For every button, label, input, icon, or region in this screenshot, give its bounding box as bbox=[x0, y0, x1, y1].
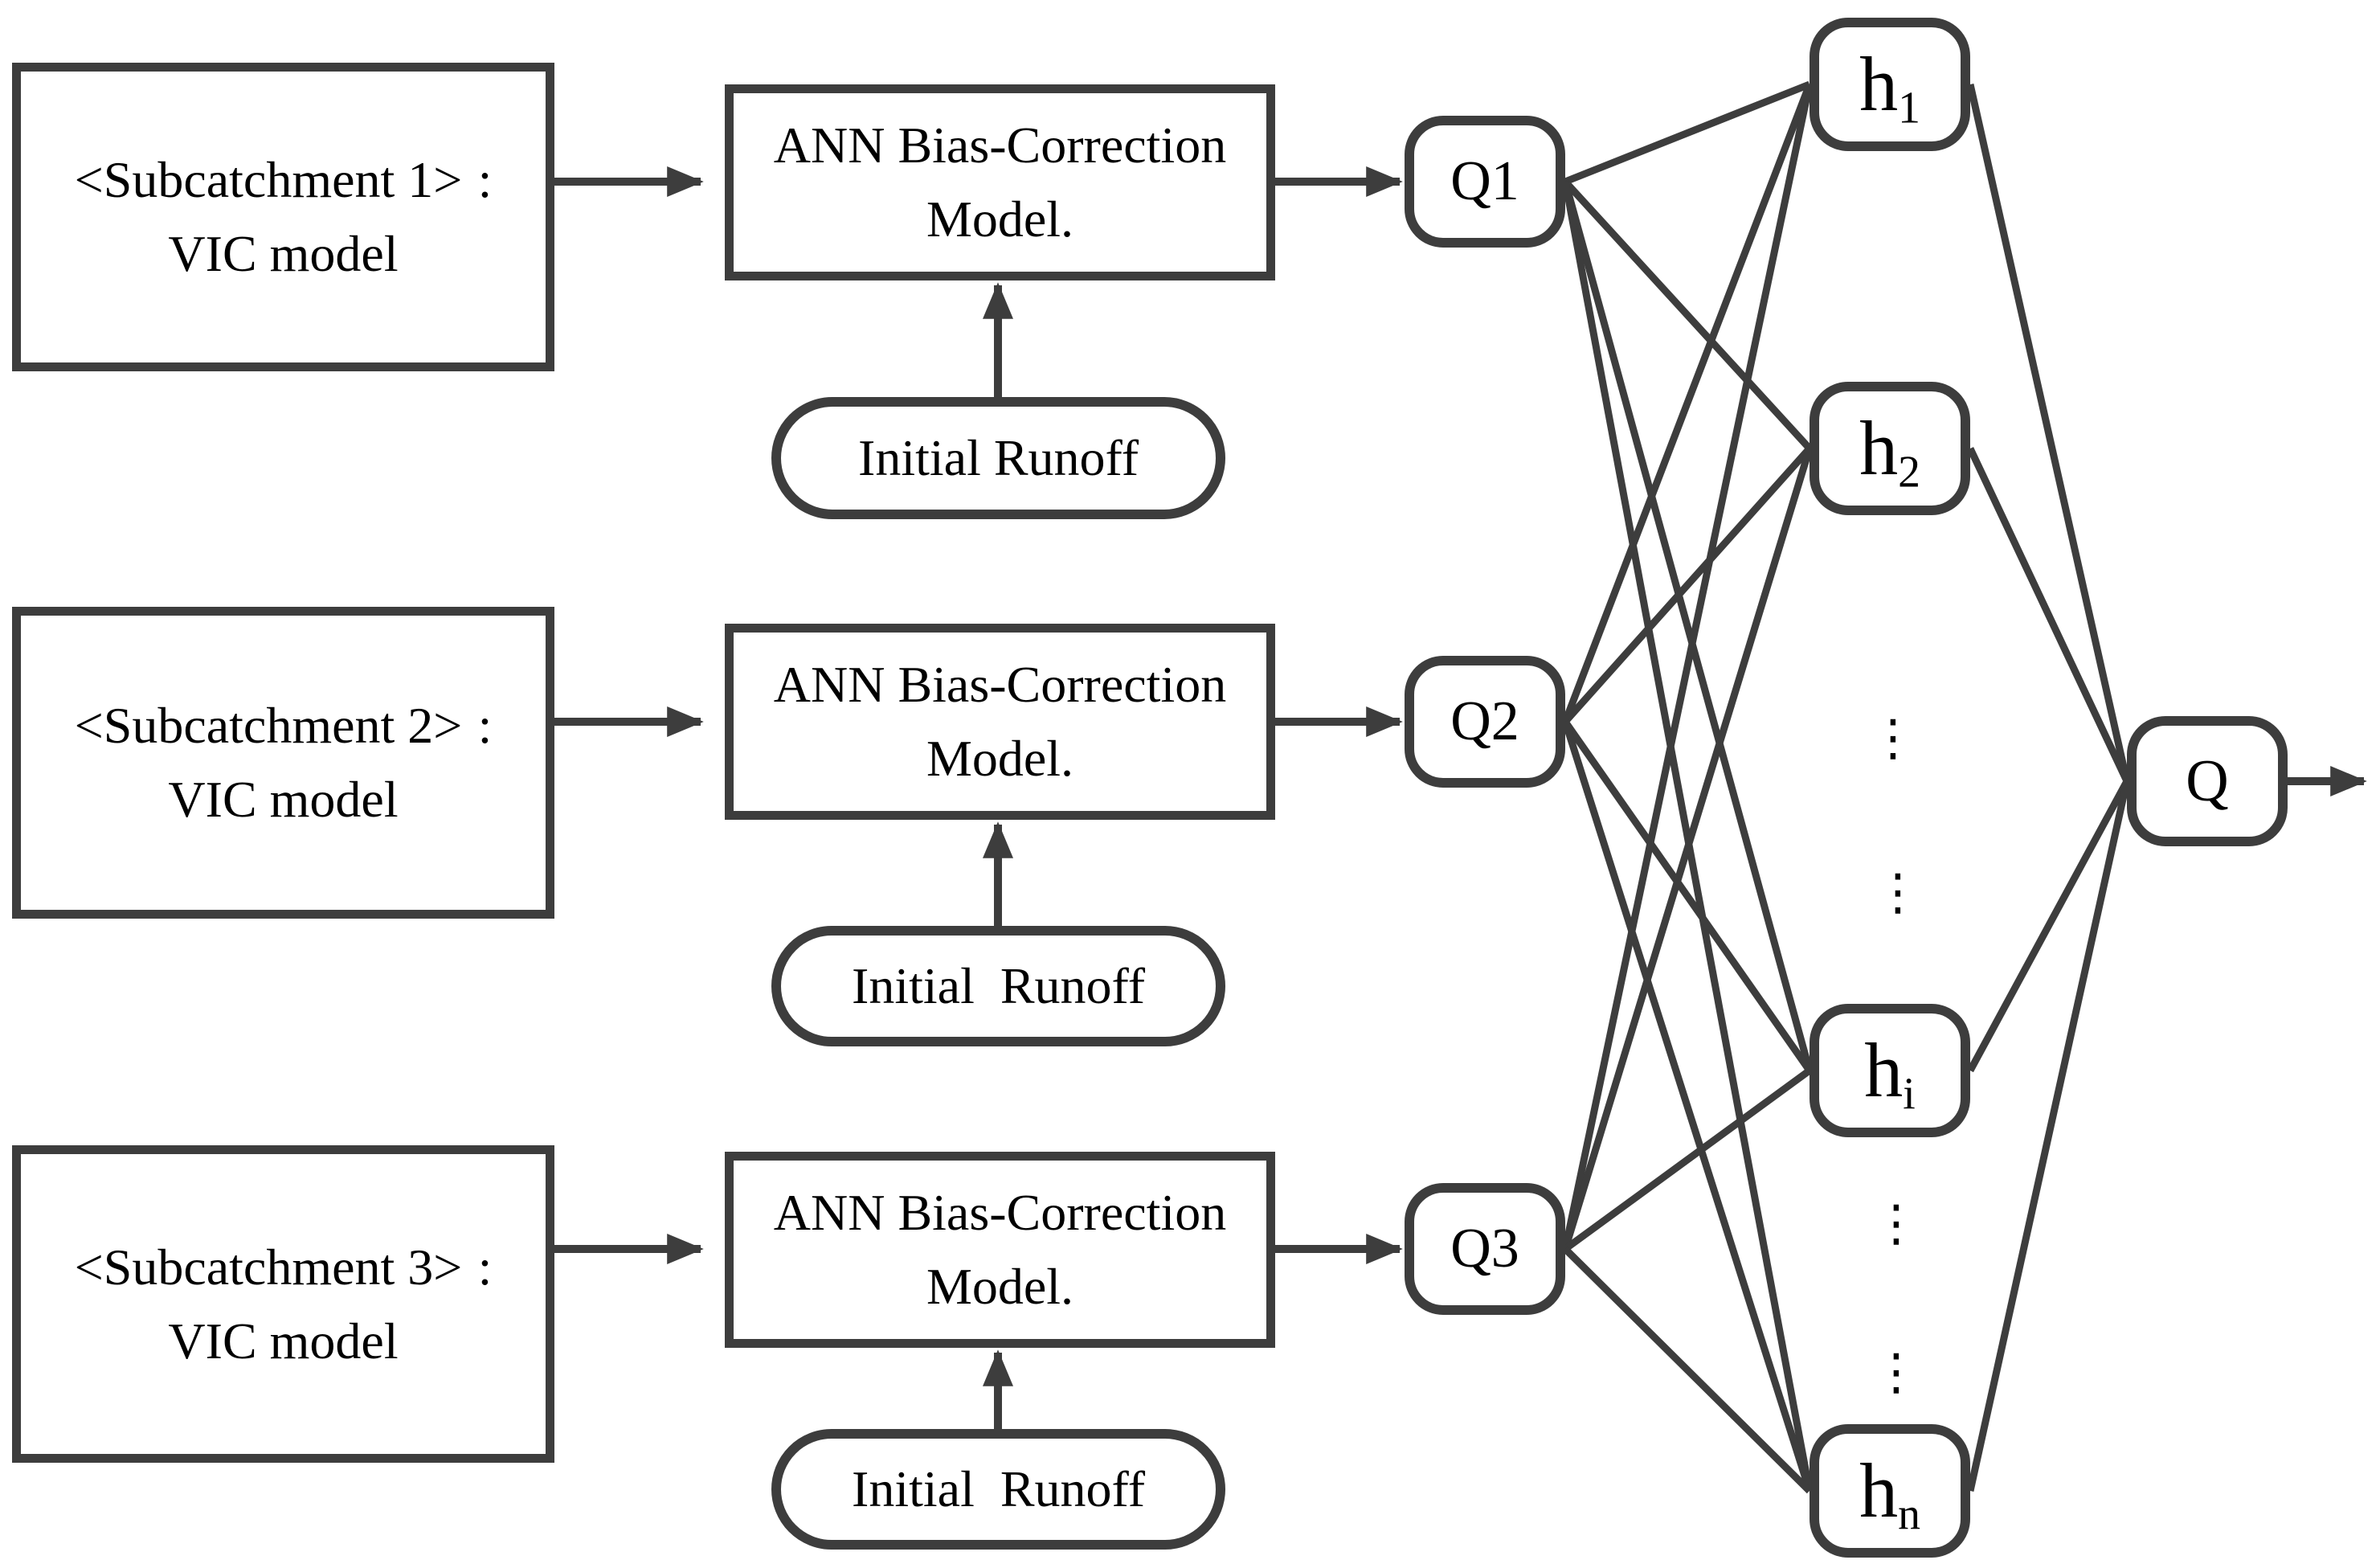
q1-node: Q1 bbox=[1405, 116, 1565, 248]
q-output-label: Q bbox=[2186, 747, 2229, 814]
h2-base: h bbox=[1859, 405, 1899, 491]
connection-h1-q bbox=[1966, 84, 2131, 782]
h2-label: h2 bbox=[1859, 410, 1920, 495]
subcatchment-1-subtitle: VIC model bbox=[168, 225, 399, 282]
hidden-node-hn: hn bbox=[1810, 1424, 1970, 1558]
ann-2-line2: Model. bbox=[926, 730, 1074, 787]
vertical-ellipsis-4-glyph: ⋮ bbox=[1871, 1342, 1921, 1401]
hn-label: hn bbox=[1859, 1452, 1920, 1537]
connection-hi-q bbox=[1967, 779, 2130, 1073]
subcatchment-2-subtitle: VIC model bbox=[168, 771, 399, 828]
connection-q1-hn bbox=[1561, 181, 1814, 1492]
q2-label: Q2 bbox=[1450, 690, 1519, 752]
hidden-node-h1: h1 bbox=[1810, 18, 1970, 151]
connection-q3-h1 bbox=[1561, 84, 1814, 1250]
vertical-ellipsis-3-glyph: ⋮ bbox=[1871, 1194, 1921, 1252]
connection-q2-hn bbox=[1561, 720, 1814, 1492]
hi-subscript: i bbox=[1903, 1069, 1916, 1120]
subcatchment-1-colon: : bbox=[477, 151, 493, 208]
q1-label: Q1 bbox=[1450, 150, 1519, 212]
connection-h2-q bbox=[1966, 447, 2131, 783]
hn-subscript: n bbox=[1898, 1489, 1920, 1540]
subcatchment-2-title-text: <Subcatchment 2> bbox=[74, 697, 463, 754]
hi-label: hi bbox=[1864, 1032, 1915, 1117]
h1-subscript: 1 bbox=[1898, 83, 1920, 133]
vertical-ellipsis-2: ⋮ bbox=[1873, 856, 1923, 928]
q3-label: Q3 bbox=[1450, 1218, 1519, 1280]
hn-base: h bbox=[1859, 1447, 1899, 1533]
subcatchment-1-title-text: <Subcatchment 1> bbox=[74, 151, 463, 208]
connection-q1-h1 bbox=[1564, 80, 1811, 186]
hidden-node-h2: h2 bbox=[1810, 382, 1970, 515]
ann-2-line1: ANN Bias-Correction bbox=[773, 656, 1227, 713]
ann-1-line2: Model. bbox=[926, 190, 1074, 248]
vertical-ellipsis-4: ⋮ bbox=[1871, 1336, 1921, 1408]
ann-3-line2: Model. bbox=[926, 1258, 1074, 1315]
vertical-ellipsis-2-glyph: ⋮ bbox=[1873, 862, 1923, 921]
connection-q2-h2 bbox=[1562, 446, 1813, 724]
q3-node: Q3 bbox=[1405, 1183, 1565, 1315]
initial-runoff-2: Initial Runoff bbox=[771, 926, 1225, 1046]
h2-subscript: 2 bbox=[1898, 447, 1920, 497]
hi-base: h bbox=[1864, 1027, 1904, 1113]
ann-3-line1: ANN Bias-Correction bbox=[773, 1184, 1227, 1241]
connection-q1-h2 bbox=[1562, 178, 1813, 452]
connection-q1-hi bbox=[1561, 180, 1814, 1072]
ann-bias-correction-box-2: ANN Bias-Correction Model. bbox=[725, 624, 1275, 820]
subcatchment-2-colon: : bbox=[477, 697, 493, 754]
subcatchment-3-vic-box: <Subcatchment 3>: VIC model bbox=[12, 1145, 554, 1463]
ann-bias-correction-box-3: ANN Bias-Correction Model. bbox=[725, 1152, 1275, 1348]
subcatchment-2-vic-box: <Subcatchment 2>: VIC model bbox=[12, 607, 554, 919]
subcatchment-3-title: <Subcatchment 3>: bbox=[75, 1230, 493, 1304]
subcatchment-1-title: <Subcatchment 1>: bbox=[75, 143, 493, 217]
initial-runoff-2-label: Initial Runoff bbox=[852, 957, 1145, 1014]
initial-runoff-1-label: Initial Runoff bbox=[858, 429, 1139, 486]
vertical-ellipsis-3: ⋮ bbox=[1871, 1187, 1921, 1259]
subcatchment-3-title-text: <Subcatchment 3> bbox=[74, 1238, 463, 1296]
connection-hn-q bbox=[1966, 780, 2131, 1492]
q-output-node: Q bbox=[2127, 716, 2288, 846]
initial-runoff-1: Initial Runoff bbox=[771, 397, 1225, 519]
ann-1-line1: ANN Bias-Correction bbox=[773, 117, 1227, 174]
connection-q2-h1 bbox=[1561, 83, 1814, 723]
connection-q3-hn bbox=[1562, 1246, 1813, 1494]
connection-q2-hi bbox=[1562, 719, 1813, 1073]
initial-runoff-3: Initial Runoff bbox=[771, 1429, 1225, 1550]
hidden-node-hi: hi bbox=[1810, 1004, 1970, 1137]
initial-runoff-3-label: Initial Runoff bbox=[852, 1460, 1145, 1517]
vertical-ellipsis-1-glyph: ⋮ bbox=[1868, 708, 1918, 767]
connection-q3-hi bbox=[1563, 1067, 1812, 1252]
q2-node: Q2 bbox=[1405, 656, 1565, 788]
subcatchment-1-vic-box: <Subcatchment 1>: VIC model bbox=[12, 63, 554, 371]
subcatchment-2-title: <Subcatchment 2>: bbox=[75, 689, 493, 763]
ann-bias-correction-box-1: ANN Bias-Correction Model. bbox=[725, 84, 1275, 280]
h1-label: h1 bbox=[1859, 46, 1920, 131]
vertical-ellipsis-1: ⋮ bbox=[1868, 702, 1918, 774]
connection-q3-h2 bbox=[1561, 447, 1814, 1251]
subcatchment-3-colon: : bbox=[477, 1238, 493, 1296]
subcatchment-3-subtitle: VIC model bbox=[168, 1312, 399, 1370]
h1-base: h bbox=[1859, 41, 1899, 127]
